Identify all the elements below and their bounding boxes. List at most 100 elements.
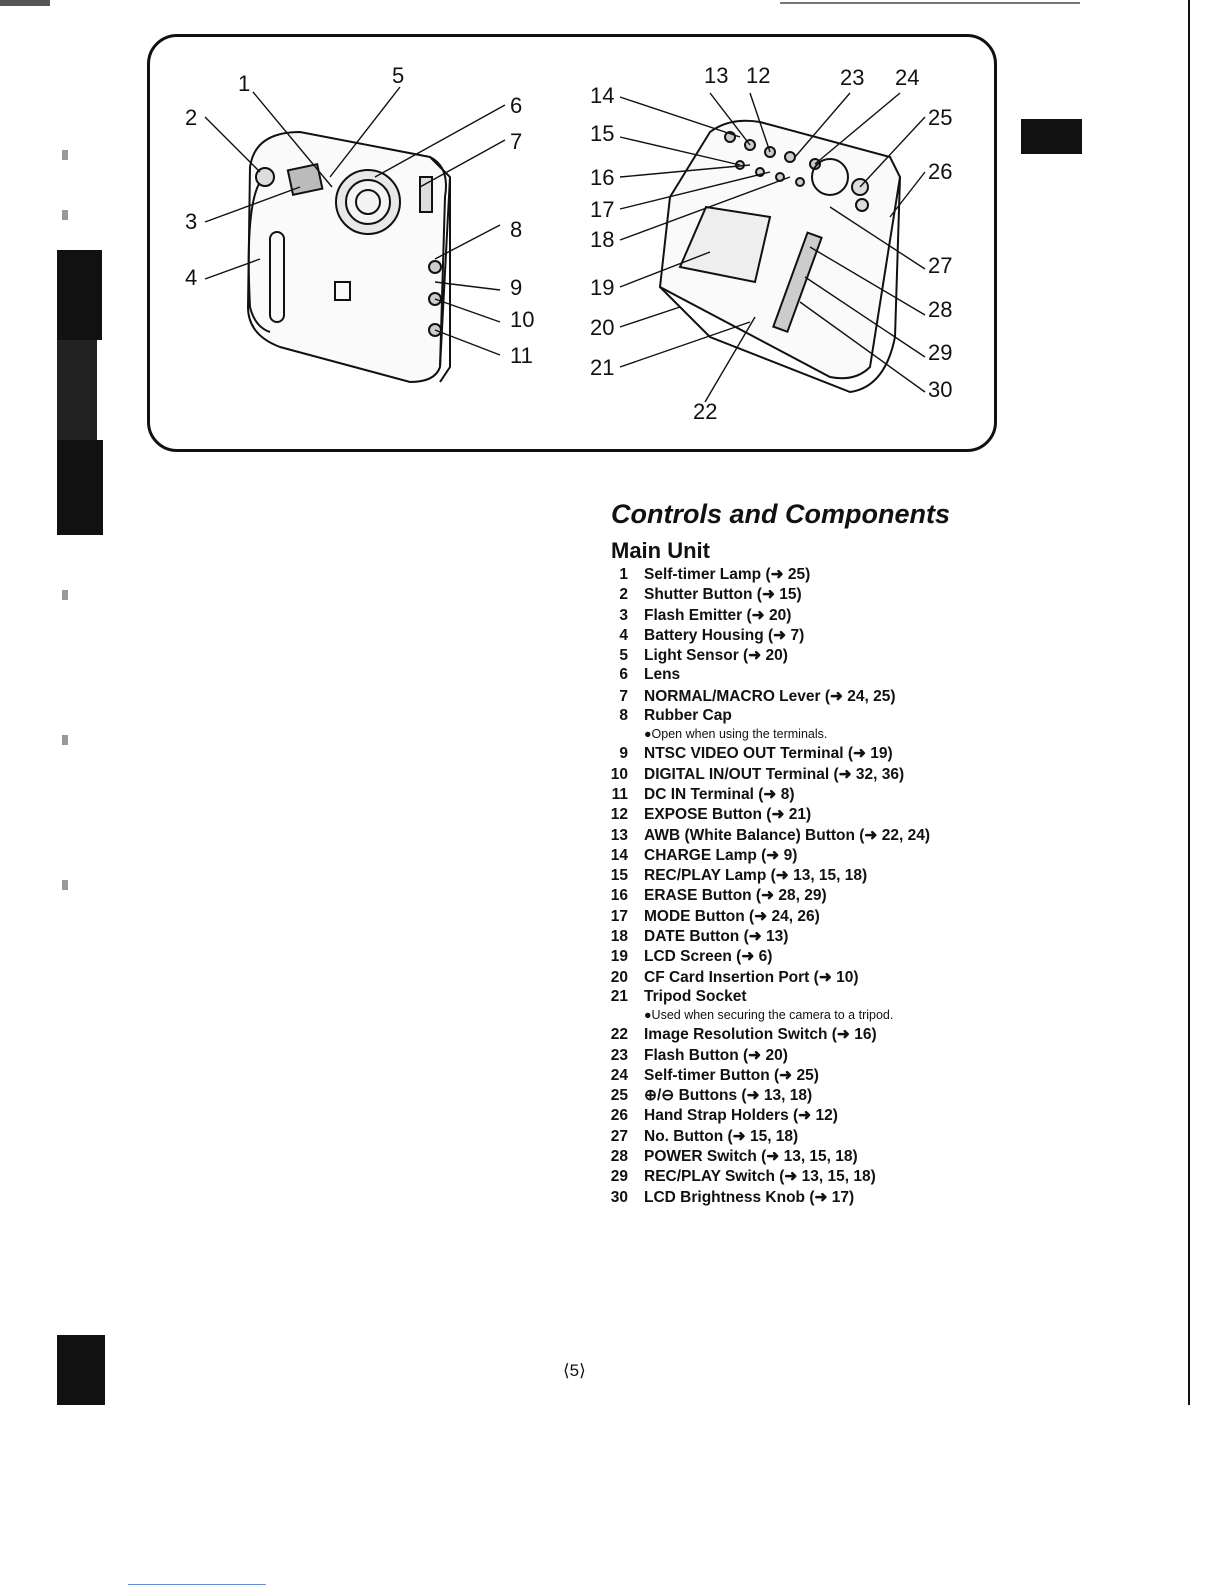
callout-4: 4 (185, 267, 197, 289)
callout-19: 19 (590, 277, 614, 299)
list-item: 25⊕/⊖ Buttons (➜ 13, 18) (606, 1086, 986, 1106)
item-label: AWB (White Balance) Button (➜ 22, 24) (644, 826, 930, 845)
section-index-tab (1021, 119, 1082, 154)
callout-15: 15 (590, 123, 614, 145)
callout-1: 1 (238, 73, 250, 95)
item-number: 17 (606, 908, 644, 926)
item-label: ERASE Button (➜ 28, 29) (644, 886, 827, 905)
callout-13: 13 (704, 65, 728, 87)
item-number: 29 (606, 1168, 644, 1186)
item-label: Tripod Socket (644, 988, 747, 1006)
scan-speck (62, 735, 68, 745)
item-label: DC IN Terminal (➜ 8) (644, 785, 795, 804)
item-number: 21 (606, 988, 644, 1006)
scan-edge-mark (57, 440, 103, 535)
callout-23: 23 (840, 67, 864, 89)
item-number: 19 (606, 948, 644, 966)
callout-11: 11 (510, 345, 533, 367)
item-number: 27 (606, 1128, 644, 1146)
scan-edge-mark (57, 340, 97, 440)
item-label: CHARGE Lamp (➜ 9) (644, 846, 797, 865)
item-number: 23 (606, 1047, 644, 1065)
item-label: DIGITAL IN/OUT Terminal (➜ 32, 36) (644, 765, 904, 784)
item-number: 4 (606, 627, 644, 645)
camera-illustration (150, 37, 994, 449)
item-label: ⊕/⊖ Buttons (➜ 13, 18) (644, 1086, 812, 1105)
callout-10: 10 (510, 309, 534, 331)
item-label: Lens (644, 666, 680, 684)
item-number: 7 (606, 688, 644, 706)
item-label: LCD Screen (➜ 6) (644, 947, 772, 966)
callout-12: 12 (746, 65, 770, 87)
item-label: Self-timer Lamp (➜ 25) (644, 565, 810, 584)
item-label: DATE Button (➜ 13) (644, 927, 788, 946)
item-number: 10 (606, 766, 644, 784)
item-number: 1 (606, 566, 644, 584)
callout-20: 20 (590, 317, 614, 339)
callout-7: 7 (510, 131, 522, 153)
callout-26: 26 (928, 161, 952, 183)
item-number: 20 (606, 969, 644, 987)
callout-18: 18 (590, 229, 614, 251)
item-label: Flash Button (➜ 20) (644, 1046, 788, 1065)
callout-9: 9 (510, 277, 522, 299)
item-label: REC/PLAY Lamp (➜ 13, 15, 18) (644, 866, 867, 885)
item-label: Rubber Cap (644, 707, 732, 725)
callout-22: 22 (693, 401, 717, 423)
item-number: 22 (606, 1026, 644, 1044)
item-number: 28 (606, 1148, 644, 1166)
callout-14: 14 (590, 85, 614, 107)
item-number: 8 (606, 707, 644, 725)
item-number: 12 (606, 806, 644, 824)
item-number: 18 (606, 928, 644, 946)
callout-30: 30 (928, 379, 952, 401)
item-label: Battery Housing (➜ 7) (644, 626, 804, 645)
item-number: 11 (606, 786, 644, 804)
callout-27: 27 (928, 255, 952, 277)
callout-2: 2 (185, 107, 197, 129)
callout-6: 6 (510, 95, 522, 117)
item-number: 2 (606, 586, 644, 604)
scan-speck (62, 880, 68, 890)
item-label: Image Resolution Switch (➜ 16) (644, 1025, 877, 1044)
item-label: NTSC VIDEO OUT Terminal (➜ 19) (644, 744, 893, 763)
item-note: ●Used when securing the camera to a trip… (606, 1007, 986, 1023)
item-label: LCD Brightness Knob (➜ 17) (644, 1188, 854, 1207)
item-label: MODE Button (➜ 24, 26) (644, 907, 820, 926)
callout-25: 25 (928, 107, 952, 129)
callout-28: 28 (928, 299, 952, 321)
item-number: 30 (606, 1189, 644, 1207)
item-number: 14 (606, 847, 644, 865)
item-number: 25 (606, 1087, 644, 1105)
item-label: Self-timer Button (➜ 25) (644, 1066, 819, 1085)
item-label: Shutter Button (➜ 15) (644, 585, 802, 604)
camera-diagram: 1 2 3 4 5 6 7 8 9 10 11 12 13 14 15 16 1… (147, 34, 997, 452)
scan-artifact (780, 2, 1080, 4)
callout-17: 17 (590, 199, 614, 221)
scan-speck (62, 590, 68, 600)
